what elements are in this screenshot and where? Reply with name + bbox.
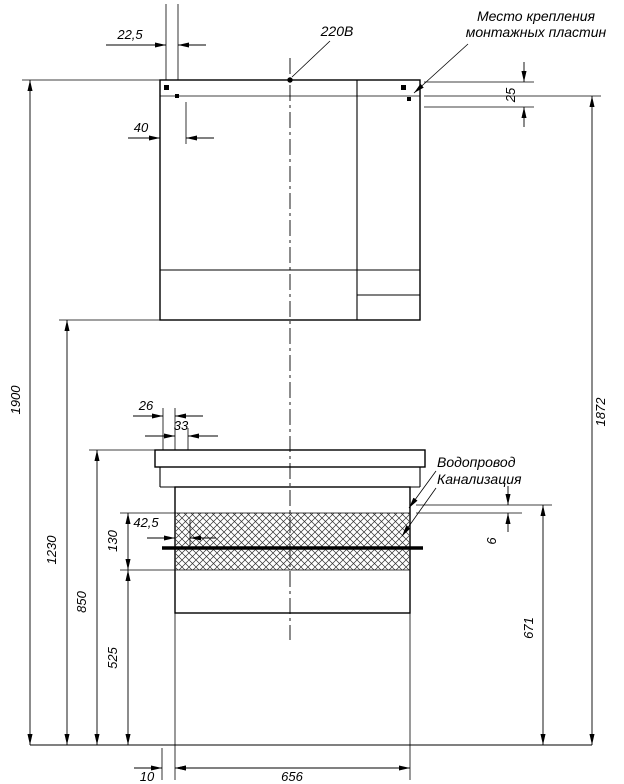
dim-850: 850 [74, 590, 89, 612]
dimension-1230: 1230 [44, 319, 160, 745]
dimension-1872: 1872 [424, 95, 608, 745]
leader-line [291, 40, 331, 78]
dimension-22-5: 22,5 [106, 27, 206, 48]
dimension-42-5: 42,5 [133, 515, 216, 546]
dim-42-5: 42,5 [133, 515, 159, 530]
power-callout: 220В [291, 23, 354, 78]
mounting-plate-mark [175, 94, 179, 98]
dimension-26: 26 [133, 398, 203, 450]
dim-25: 25 [503, 87, 518, 103]
vanity-cabinet [154, 449, 426, 780]
dimension-10: 10 [134, 748, 201, 784]
countertop [154, 449, 426, 468]
dimension-25: 25 [424, 62, 534, 127]
mounting-plate-mark [401, 85, 406, 90]
dimension-40: 40 [128, 102, 214, 144]
dim-10: 10 [140, 769, 155, 784]
dim-1872: 1872 [593, 397, 608, 427]
water-supply-callout: Водопровод [408, 454, 516, 509]
dim-26: 26 [138, 398, 154, 413]
pipe-zone-hatch [175, 513, 410, 570]
mounting-plates-label-line1: Место крепления [477, 8, 596, 24]
dim-22-5: 22,5 [116, 27, 143, 42]
leader-line [408, 470, 437, 509]
dim-6: 6 [484, 537, 499, 545]
leader-line [413, 43, 469, 94]
dimension-1900: 1900 [8, 79, 160, 745]
dimension-656: 656 [175, 765, 410, 784]
dim-1230: 1230 [44, 535, 59, 565]
dim-525: 525 [105, 646, 120, 668]
power-label: 220В [320, 23, 354, 39]
dim-1900: 1900 [8, 385, 23, 415]
mounting-plate-mark [407, 97, 411, 101]
mounting-plates-label-line2: монтажных пластин [466, 24, 607, 40]
dim-33: 33 [174, 418, 189, 433]
water-supply-label: Водопровод [437, 454, 516, 470]
power-connection-dot [287, 77, 293, 83]
dimension-525: 525 [105, 570, 131, 745]
leader-line [401, 487, 437, 537]
dim-40: 40 [134, 120, 149, 135]
dim-656: 656 [281, 769, 303, 784]
dimension-33: 33 [145, 418, 218, 450]
mounting-plates-callout: Место крепления монтажных пластин [413, 8, 607, 94]
sewer-callout: Канализация [401, 471, 522, 537]
dim-671: 671 [521, 617, 536, 639]
dim-130: 130 [105, 529, 120, 551]
dimension-6: 6 [416, 486, 552, 545]
dimension-671: 671 [521, 505, 546, 745]
dimension-850: 850 [74, 449, 155, 745]
sewer-label: Канализация [437, 471, 522, 487]
mirror-cabinet [159, 77, 421, 321]
top-extension-lines [165, 4, 179, 80]
mounting-plate-mark [164, 85, 169, 90]
